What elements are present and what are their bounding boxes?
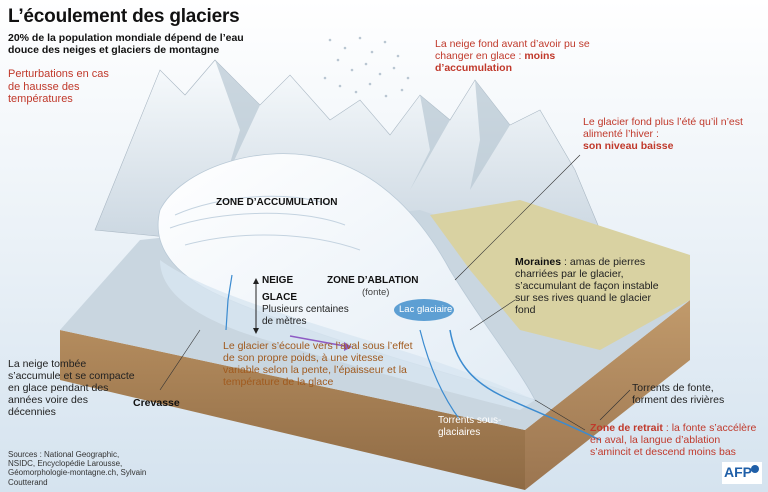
subglacial-stream <box>419 329 461 421</box>
snow-melt-text: La neige fond avant d’avoir pu se change… <box>435 38 590 63</box>
leader-torrents <box>599 389 631 421</box>
glacier-ice-layer <box>160 260 535 410</box>
crevasse-label: Crevasse <box>133 397 180 409</box>
sources: Sources : National Geographic, NSIDC, En… <box>8 450 147 487</box>
retreat-note: Zone de retrait : la fonte s’accélère en… <box>590 422 757 459</box>
page-title: L’écoulement des glaciers <box>8 6 240 27</box>
moraines-text: amas de pierres charriées par le glacier… <box>515 256 659 317</box>
snow-falls-note: La neige tombée s’accumule et se compact… <box>8 358 135 419</box>
lake-label: Lac glaciaire <box>399 304 453 315</box>
snowfall <box>323 36 410 98</box>
retreat-title: Zone de retrait <box>590 422 663 434</box>
leader-crevasse <box>159 329 201 391</box>
flow-arrow <box>289 335 351 348</box>
neige-label: NEIGE <box>262 275 294 286</box>
page-subtitle: 20% de la population mondiale dépend de … <box>8 32 244 57</box>
snow-melt-note: La neige fond avant d’avoir pu se change… <box>435 38 625 74</box>
glacial-lake <box>394 299 454 321</box>
depth-arrowhead-up <box>253 278 259 284</box>
afp-logo-dot <box>751 465 759 473</box>
moraine-area <box>430 200 690 350</box>
zone-ablation-label: ZONE D’ABLATION <box>327 275 419 286</box>
zone-ablation-sub: (fonte) <box>362 287 390 298</box>
afp-logo-text: AFP <box>724 464 752 480</box>
moraines-title: Moraines <box>515 256 562 268</box>
torrents-fonte-label: Torrents de fonte, forment des rivières <box>632 382 725 407</box>
flow-arrowhead <box>344 342 352 351</box>
depth-arrowhead-down <box>253 328 259 334</box>
glace-sub-label: Plusieurs centaines de mètres <box>262 304 349 327</box>
ground-side <box>525 300 690 490</box>
leader-retreat <box>534 399 586 431</box>
glacier-melt-text: Le glacier fond plus l’été qu’il n’est a… <box>583 116 743 141</box>
crevasse-stream <box>225 274 233 331</box>
ground-front <box>60 330 525 490</box>
perturbations-legend: Perturbations en cas de hausse des tempé… <box>8 68 109 106</box>
accumulation-lines <box>169 195 361 251</box>
glacier-melt-bold: son niveau baisse <box>583 140 674 153</box>
glacier-melt-note: Le glacier fond plus l’été qu’il n’est a… <box>583 116 753 152</box>
meltwater-stream <box>449 329 601 441</box>
zone-accumulation-label: ZONE D’ACCUMULATION <box>216 197 338 208</box>
torrents-sous-label: Torrents sous-glaciaires <box>438 415 502 438</box>
flow-note: Le glacier s’écoule vers l’aval sous l’e… <box>223 340 413 389</box>
leader-glacier-melt <box>454 154 581 281</box>
retreat-text: la fonte s’accélère en aval, la langue d… <box>590 422 757 459</box>
snow-melt-bold: moins d’accumulation <box>435 50 556 75</box>
glace-label: GLACE <box>262 292 297 303</box>
moraines-note: Moraines : amas de pierres charriées par… <box>515 256 659 317</box>
leader-moraines <box>469 299 516 331</box>
